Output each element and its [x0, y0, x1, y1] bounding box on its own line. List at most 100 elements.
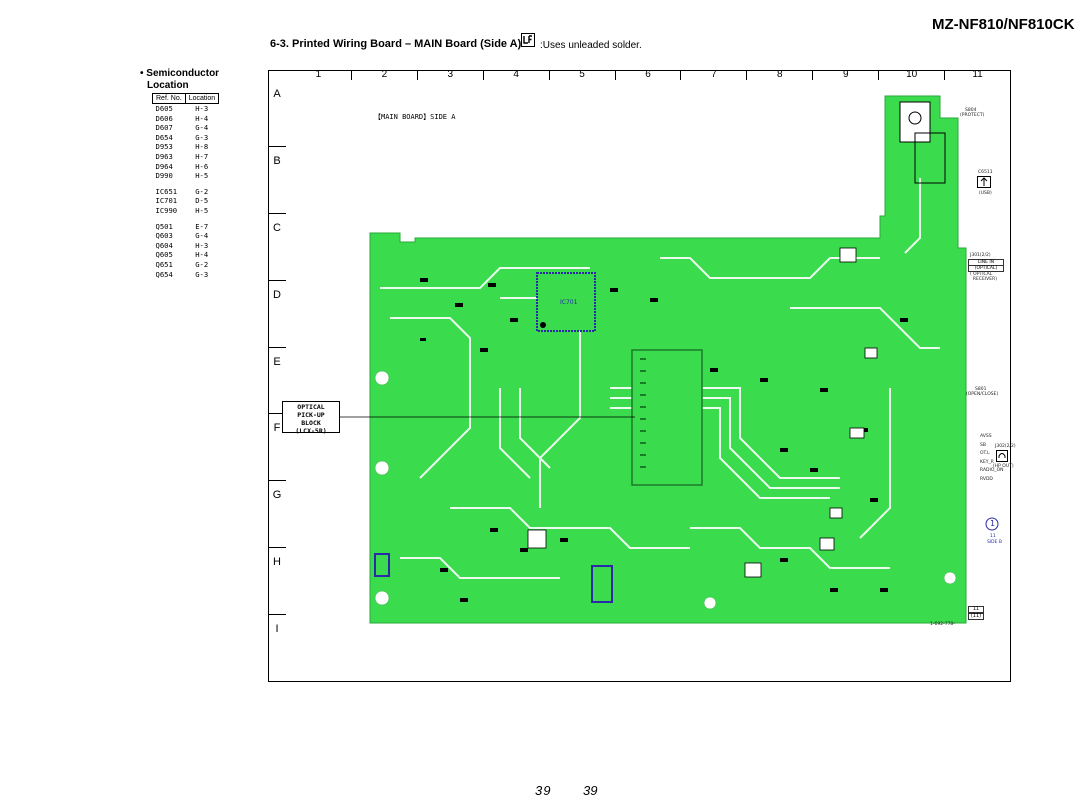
grid-row-label: B [268, 147, 286, 214]
headphone-icon [996, 450, 1008, 462]
location-cell: H-7 [195, 151, 209, 161]
hp-signal-label: AVSS [980, 434, 992, 439]
ref-no-cell: D990 [155, 171, 173, 181]
pcb-holes [374, 370, 957, 610]
ref-no-cell: IC701 [155, 196, 178, 206]
board-side-label: 【MAIN BOARD】SIDE A [374, 113, 456, 121]
location-cell: G-3 [195, 132, 209, 142]
table-row: Q651 G-2 [153, 260, 219, 270]
c651-label: C6511 [978, 170, 993, 175]
grid-column-label: 4 [484, 70, 550, 80]
ref-no-cell: IC651 [155, 186, 178, 196]
location-cell: E-7 [195, 221, 209, 231]
switch-area [899, 101, 946, 184]
ref-1-sub1: 11 [990, 534, 996, 539]
semiconductor-title-line1: • Semiconductor [140, 68, 220, 79]
ref-no-cell: Q654 [155, 269, 173, 279]
grid-column-label: 6 [616, 70, 682, 80]
semiconductor-title-line2: Location [147, 80, 189, 91]
pickup-line-4: (LCX-5R) [295, 427, 327, 435]
optical-box: (OPTICAL) [968, 265, 1004, 272]
ref-no-cell: Q605 [155, 250, 173, 260]
location-cell: G-3 [195, 269, 209, 279]
location-cell: H-6 [195, 161, 209, 171]
ref-no-cell: Q651 [155, 259, 173, 269]
s801-label: S801 [975, 387, 987, 392]
pcb-board [369, 95, 967, 624]
location-cell: D-5 [195, 196, 209, 206]
ref-no-cell: Q603 [155, 231, 173, 241]
ic701-chip [536, 272, 596, 332]
grid-column-label: 7 [681, 70, 748, 80]
table-row: Q605 H-4 [153, 250, 219, 260]
col-location: Location [184, 93, 220, 104]
location-cell: G-4 [195, 123, 209, 133]
hp-signal-label: RADIO_ON [980, 468, 1004, 473]
hp-out-label: (HP OUT) [993, 464, 1014, 469]
ref-1-sub2: SIDE B [987, 540, 1003, 545]
c651-sub: (USB) [979, 191, 992, 196]
unleaded-note: :Uses unleaded solder. [540, 40, 642, 51]
grid-column-label: 10 [879, 70, 946, 80]
ref-no-cell: D963 [155, 151, 173, 161]
optical-sub: ( OPTICAL RECEIVER) [970, 272, 997, 282]
connector-pins [640, 358, 646, 468]
location-cell: G-4 [195, 231, 209, 241]
pickup-line-2: PICK-UP [297, 411, 325, 419]
grid-row-label: I [268, 615, 286, 682]
s804-label: S804 [965, 108, 977, 113]
col-ref-no: Ref. No. [152, 93, 186, 104]
ref-circle-icon [985, 517, 999, 531]
grid-column-label: 9 [813, 70, 880, 80]
table-row: IC701 D-5 [153, 196, 219, 206]
ic990-chip [591, 565, 613, 603]
hp-signal-label: RVDD [980, 476, 993, 482]
page-number-right: 39 [583, 783, 598, 798]
grid-row-label: F [268, 414, 286, 482]
grid-row-label: E [268, 348, 286, 415]
location-cell: H-5 [195, 171, 209, 181]
ref-no-cell: D964 [155, 161, 173, 171]
grid-row-label: G [268, 481, 286, 549]
section-heading: 6-3. Printed Wiring Board – MAIN Board (… [270, 38, 531, 50]
grid-row-label: H [268, 548, 286, 616]
board-code: 1-692-778- [930, 622, 955, 627]
ref-no-cell: Q604 [155, 240, 173, 250]
hp-signal-label: SB [980, 442, 986, 448]
location-cell: G-2 [195, 259, 209, 269]
table-row: IC990 H-5 [153, 206, 219, 216]
j302-label: J302(2/2) [995, 444, 1016, 449]
table-row: Q603 G-4 [153, 231, 219, 241]
pads [527, 247, 878, 578]
location-cell: H-4 [195, 113, 209, 123]
ref-no-cell: IC990 [155, 205, 178, 215]
s801-sub: (OPEN/CLOSE) [966, 392, 999, 397]
page-number-left: 39 [535, 783, 552, 798]
j301-label: J301(2/2) [970, 253, 991, 258]
ref-1-label: 1 [990, 519, 996, 528]
grid-row-label: C [268, 214, 286, 281]
table-row: D963 H-7 [153, 152, 219, 162]
location-cell: H-3 [195, 240, 209, 250]
usb-icon [977, 176, 991, 188]
board-grid-frame [268, 70, 1011, 682]
corner-11b: (11) [968, 613, 984, 620]
table-row: D964 H-6 [153, 162, 219, 172]
table-row: D607 G-4 [153, 123, 219, 133]
table-row: D990 H-5 [153, 171, 219, 181]
grid-column-label: 3 [418, 70, 484, 80]
ref-no-cell: D607 [155, 123, 173, 133]
semiconductor-title: • Semiconductor Location [140, 68, 219, 92]
location-cell: H-4 [195, 250, 209, 260]
grid-row-label: D [268, 281, 286, 348]
hp-signal-label: OT.L [980, 451, 990, 456]
table-row: Q654 G-3 [153, 270, 219, 280]
location-cell: H-5 [195, 205, 209, 215]
connector-block [631, 349, 703, 486]
grid-column-label: 8 [747, 70, 814, 80]
